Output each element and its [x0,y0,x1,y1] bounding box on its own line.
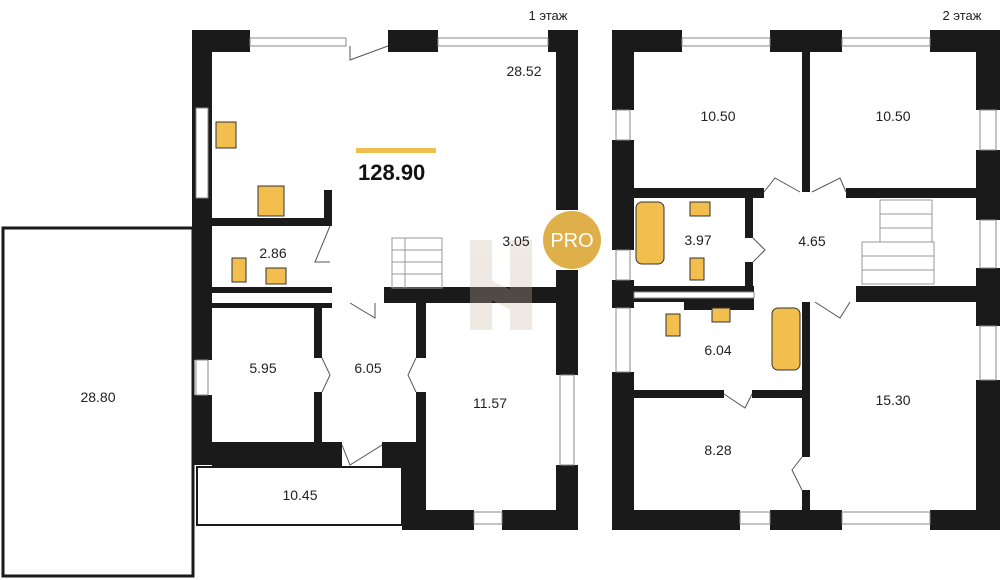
sink-icon [711,307,731,323]
bathtub-icon [771,307,801,371]
total-area: 128.90 [358,160,425,185]
floor2-windows [615,37,997,525]
room-area: 10.50 [700,108,735,124]
sink-icon [215,121,237,149]
room-area: 15.30 [875,392,910,408]
porch-outline [196,466,403,526]
pro-badge-text: PRO [550,230,593,252]
sink-icon [265,267,287,285]
floor1-stairs [391,237,443,289]
room-area: 8.28 [704,442,731,458]
toilet-icon [231,257,247,283]
floor2-stairs [861,199,935,285]
room-area: 10.45 [282,487,317,503]
floor2-doors [723,177,851,491]
pro-badge [543,211,601,269]
bathtub-icon [635,201,665,265]
room-area: 28.52 [506,63,541,79]
floor1-windows [195,37,575,525]
floor1-doors [314,45,417,466]
floor2-title: 2 этаж [943,8,982,23]
floor2-fixtures [635,201,801,371]
stove-icon [257,185,285,217]
toilet-icon [665,313,681,337]
room-area: 3.97 [684,232,711,248]
room-area: 6.04 [704,342,731,358]
room-area: 28.80 [80,389,115,405]
room-area: 2.86 [259,245,286,261]
sink-icon [689,201,711,217]
floor2-walls [612,30,1000,530]
room-area: 3.05 [502,233,529,249]
room-area: 6.05 [354,360,381,376]
room-area: 10.50 [875,108,910,124]
logo-watermark [470,240,532,330]
total-area-underline [356,148,436,153]
room-area: 11.57 [473,395,507,411]
terrace-outline [1,226,195,578]
room-area: 4.65 [798,233,825,249]
toilet-icon [689,257,705,281]
room-area: 5.95 [249,360,276,376]
floor1-fixtures [215,121,287,285]
floor1-title: 1 этаж [529,8,568,23]
